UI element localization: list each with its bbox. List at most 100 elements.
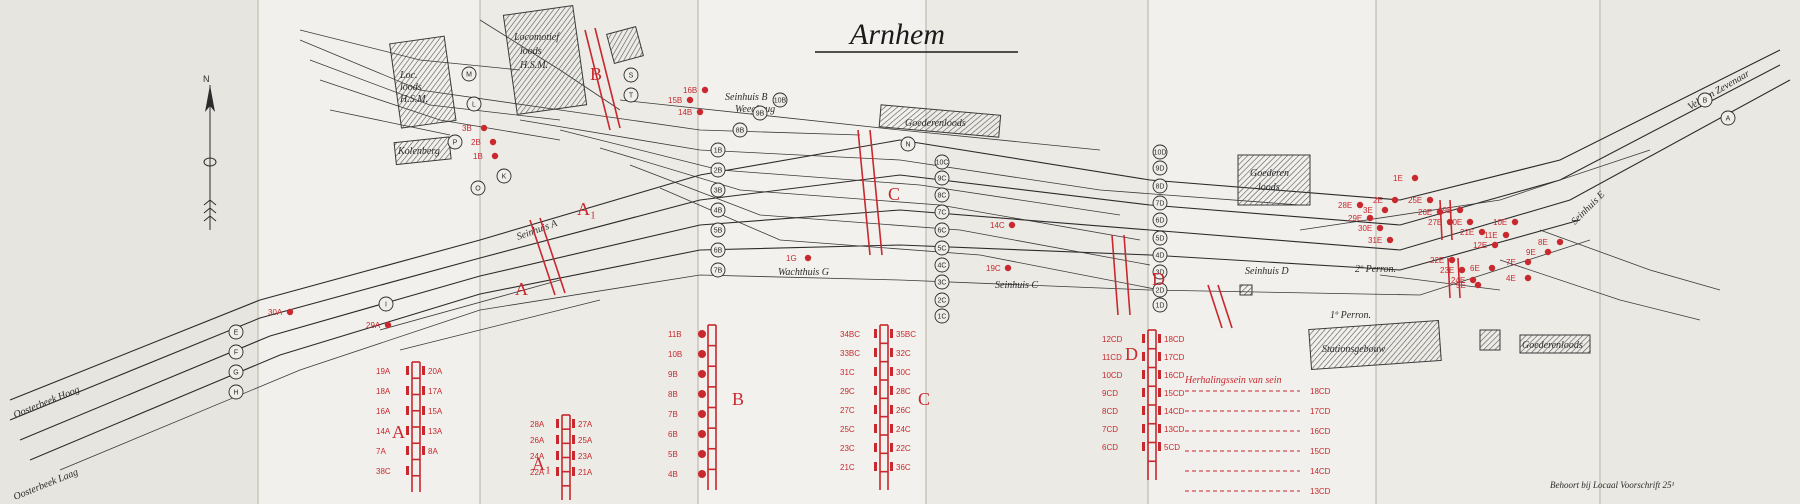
svg-text:30C: 30C — [896, 368, 911, 377]
svg-text:3C: 3C — [938, 280, 947, 287]
svg-text:15CD: 15CD — [1310, 447, 1331, 456]
legend-c-31c: 31C — [840, 367, 877, 377]
track-circle-5b: 5B — [710, 222, 726, 238]
loc-loods-label: Loc. — [399, 70, 418, 81]
svg-text:12E: 12E — [1473, 241, 1487, 250]
track-circle-4c: 4C — [934, 257, 950, 273]
legend-c-24c: 24C — [890, 424, 911, 434]
legend-d-letter: D — [1125, 344, 1138, 364]
legend-b-7b: 7B — [668, 410, 706, 419]
map-signal-30e: 30E — [1358, 224, 1384, 233]
svg-text:F: F — [234, 350, 238, 357]
svg-text:9E: 9E — [1526, 248, 1536, 257]
legend-d-7cd: 7CD — [1102, 424, 1145, 434]
repeat-target-18cd: 18CD — [1185, 387, 1331, 396]
svg-text:3B: 3B — [462, 124, 472, 133]
map-signal-3e: 3E — [1363, 206, 1389, 215]
legend-a1-25a: 25A — [572, 435, 593, 445]
track-circle-7b: 7B — [710, 262, 726, 278]
goederen-loods-label: Goederen — [1250, 168, 1289, 179]
svg-text:loods: loods — [400, 82, 422, 93]
legend-a-8a: 8A — [422, 446, 438, 456]
svg-text:I: I — [385, 302, 387, 309]
svg-text:22C: 22C — [896, 444, 911, 453]
track-circle-10d: 10D — [1152, 144, 1168, 160]
legend-c-26c: 26C — [890, 405, 911, 415]
legend-d-11cd: 11CD — [1102, 352, 1145, 362]
svg-text:28A: 28A — [530, 420, 545, 429]
svg-text:4D: 4D — [1156, 253, 1165, 260]
track-circle-1d: 1D — [1152, 297, 1168, 313]
svg-text:27A: 27A — [578, 420, 593, 429]
map-signal-10e: 10E — [1493, 218, 1519, 227]
svg-text:14CD: 14CD — [1164, 407, 1185, 416]
track-circle-6b: 6B — [710, 242, 726, 258]
legend-a-17a: 17A — [422, 386, 443, 396]
legend-a1-23a: 23A — [572, 451, 593, 461]
svg-text:36C: 36C — [896, 463, 911, 472]
svg-text:31E: 31E — [1368, 236, 1382, 245]
svg-text:7CD: 7CD — [1102, 425, 1118, 434]
legend-d-12cd: 12CD — [1102, 334, 1145, 344]
repeat-target-16cd: 16CD — [1185, 427, 1331, 436]
legend-c-34bc: 34BC — [840, 329, 877, 339]
map-signal-20e: 20E — [1448, 218, 1474, 227]
repeat-target-14cd: 14CD — [1185, 467, 1331, 476]
legend-c-23c: 23C — [840, 443, 877, 453]
svg-text:10C: 10C — [936, 160, 949, 167]
svg-text:6B: 6B — [668, 430, 678, 439]
svg-text:30A: 30A — [268, 308, 283, 317]
svg-text:8E: 8E — [1538, 238, 1548, 247]
svg-text:O: O — [475, 186, 481, 193]
legend-d-9cd: 9CD — [1102, 388, 1145, 398]
svg-text:11E: 11E — [1484, 231, 1498, 240]
legend-d-13cd: 13CD — [1158, 424, 1185, 434]
svg-text:C: C — [888, 184, 900, 204]
map-signal-28e: 28E — [1338, 201, 1364, 210]
svg-text:26A: 26A — [530, 436, 545, 445]
legend-c-33bc: 33BC — [840, 348, 877, 358]
svg-text:16B: 16B — [683, 86, 697, 95]
svg-text:19A: 19A — [376, 367, 391, 376]
svg-text:4E: 4E — [1506, 274, 1516, 283]
track-circle-9d: 9D — [1152, 160, 1168, 176]
svg-text:7B: 7B — [668, 410, 678, 419]
svg-text:28C: 28C — [896, 387, 911, 396]
legend-a-19a: 19A — [376, 366, 409, 376]
svg-text:17CD: 17CD — [1164, 353, 1185, 362]
track-circle-t: T — [623, 87, 639, 103]
track-circle-2c: 2C — [934, 292, 950, 308]
legend-a-38c: 38C — [376, 466, 409, 476]
north-label: N — [203, 74, 210, 84]
map-signal-1e: 1E — [1393, 174, 1419, 183]
track-circle-g: G — [228, 364, 244, 380]
kolenberg-label: Kolenberg — [397, 146, 440, 157]
svg-text:27E: 27E — [1428, 218, 1442, 227]
legend-d-6cd: 6CD — [1102, 442, 1145, 452]
map-signal-16b: 16B — [683, 86, 709, 95]
map-signal-12e: 12E — [1473, 241, 1499, 250]
legend-b-letter: B — [732, 389, 744, 409]
repeat-target-17cd: 17CD — [1185, 407, 1331, 416]
svg-text:14B: 14B — [678, 108, 692, 117]
track-circle-9b: 9B — [752, 105, 768, 121]
map-signal-31e: 31E — [1368, 236, 1394, 245]
svg-text:1C: 1C — [938, 314, 947, 321]
map-signal-1g: 1G — [786, 254, 812, 263]
svg-text:4B: 4B — [668, 470, 678, 479]
svg-text:26C: 26C — [896, 406, 911, 415]
svg-text:9CD: 9CD — [1102, 389, 1118, 398]
map-section-letters: B A₁ A C D — [515, 64, 1165, 299]
svg-text:14A: 14A — [376, 427, 391, 436]
map-signal-2e: 2E — [1373, 196, 1399, 205]
svg-text:8CD: 8CD — [1102, 407, 1118, 416]
map-signal-3b: 3B — [462, 124, 488, 133]
svg-text:10B: 10B — [774, 98, 787, 105]
track-circle-4d: 4D — [1152, 247, 1168, 263]
legend-b-6b: 6B — [668, 430, 706, 439]
map-signal-5e: 5E — [1456, 281, 1482, 290]
track-circle-3b: 3B — [710, 182, 726, 198]
legend-c-35bc: 35BC — [890, 329, 916, 339]
track-circle-3c: 3C — [934, 274, 950, 290]
